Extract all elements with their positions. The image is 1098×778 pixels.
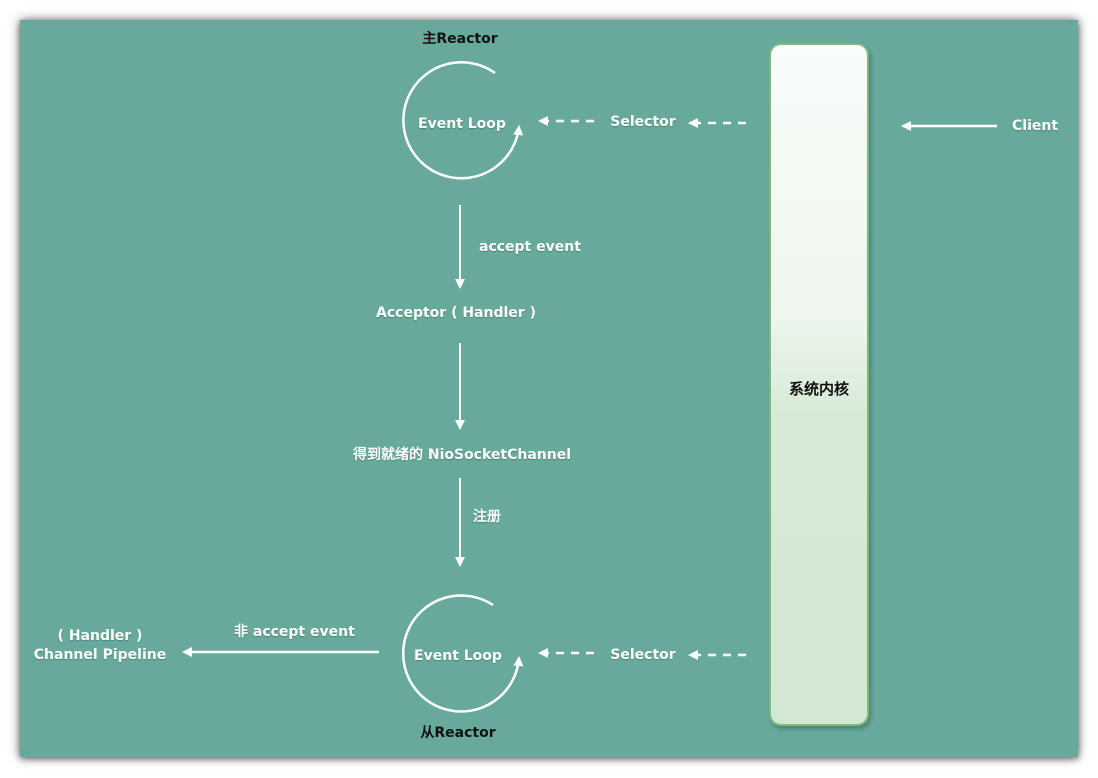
register-label: 注册 [473,509,501,525]
sub-reactor-title: 从Reactor [420,725,496,741]
diagram-canvas [20,20,1078,757]
sub-event-loop-circle [401,594,524,713]
channel-ready-label: 得到就绪的 NioSocketChannel [352,447,572,463]
non-accept-event-label: 非 accept event [234,624,355,640]
main-event-loop-label: Event Loop [418,116,506,132]
main-event-loop-circle [402,61,524,180]
accept-event-label: accept event [479,239,581,255]
main-reactor-title: 主Reactor [422,31,498,47]
acceptor-label: Acceptor ( Handler ) [376,305,536,321]
system-kernel-bar: 系统内核 [769,43,869,726]
pipeline-label-line1: ( Handler ) [57,628,143,644]
sub-event-loop-label: Event Loop [414,648,502,664]
main-selector-label: Selector [610,114,676,130]
kernel-label: 系统内核 [788,380,849,398]
client-label: Client [1012,118,1059,134]
pipeline-label-line2: Channel Pipeline [33,647,167,663]
sub-selector-label: Selector [610,647,676,663]
